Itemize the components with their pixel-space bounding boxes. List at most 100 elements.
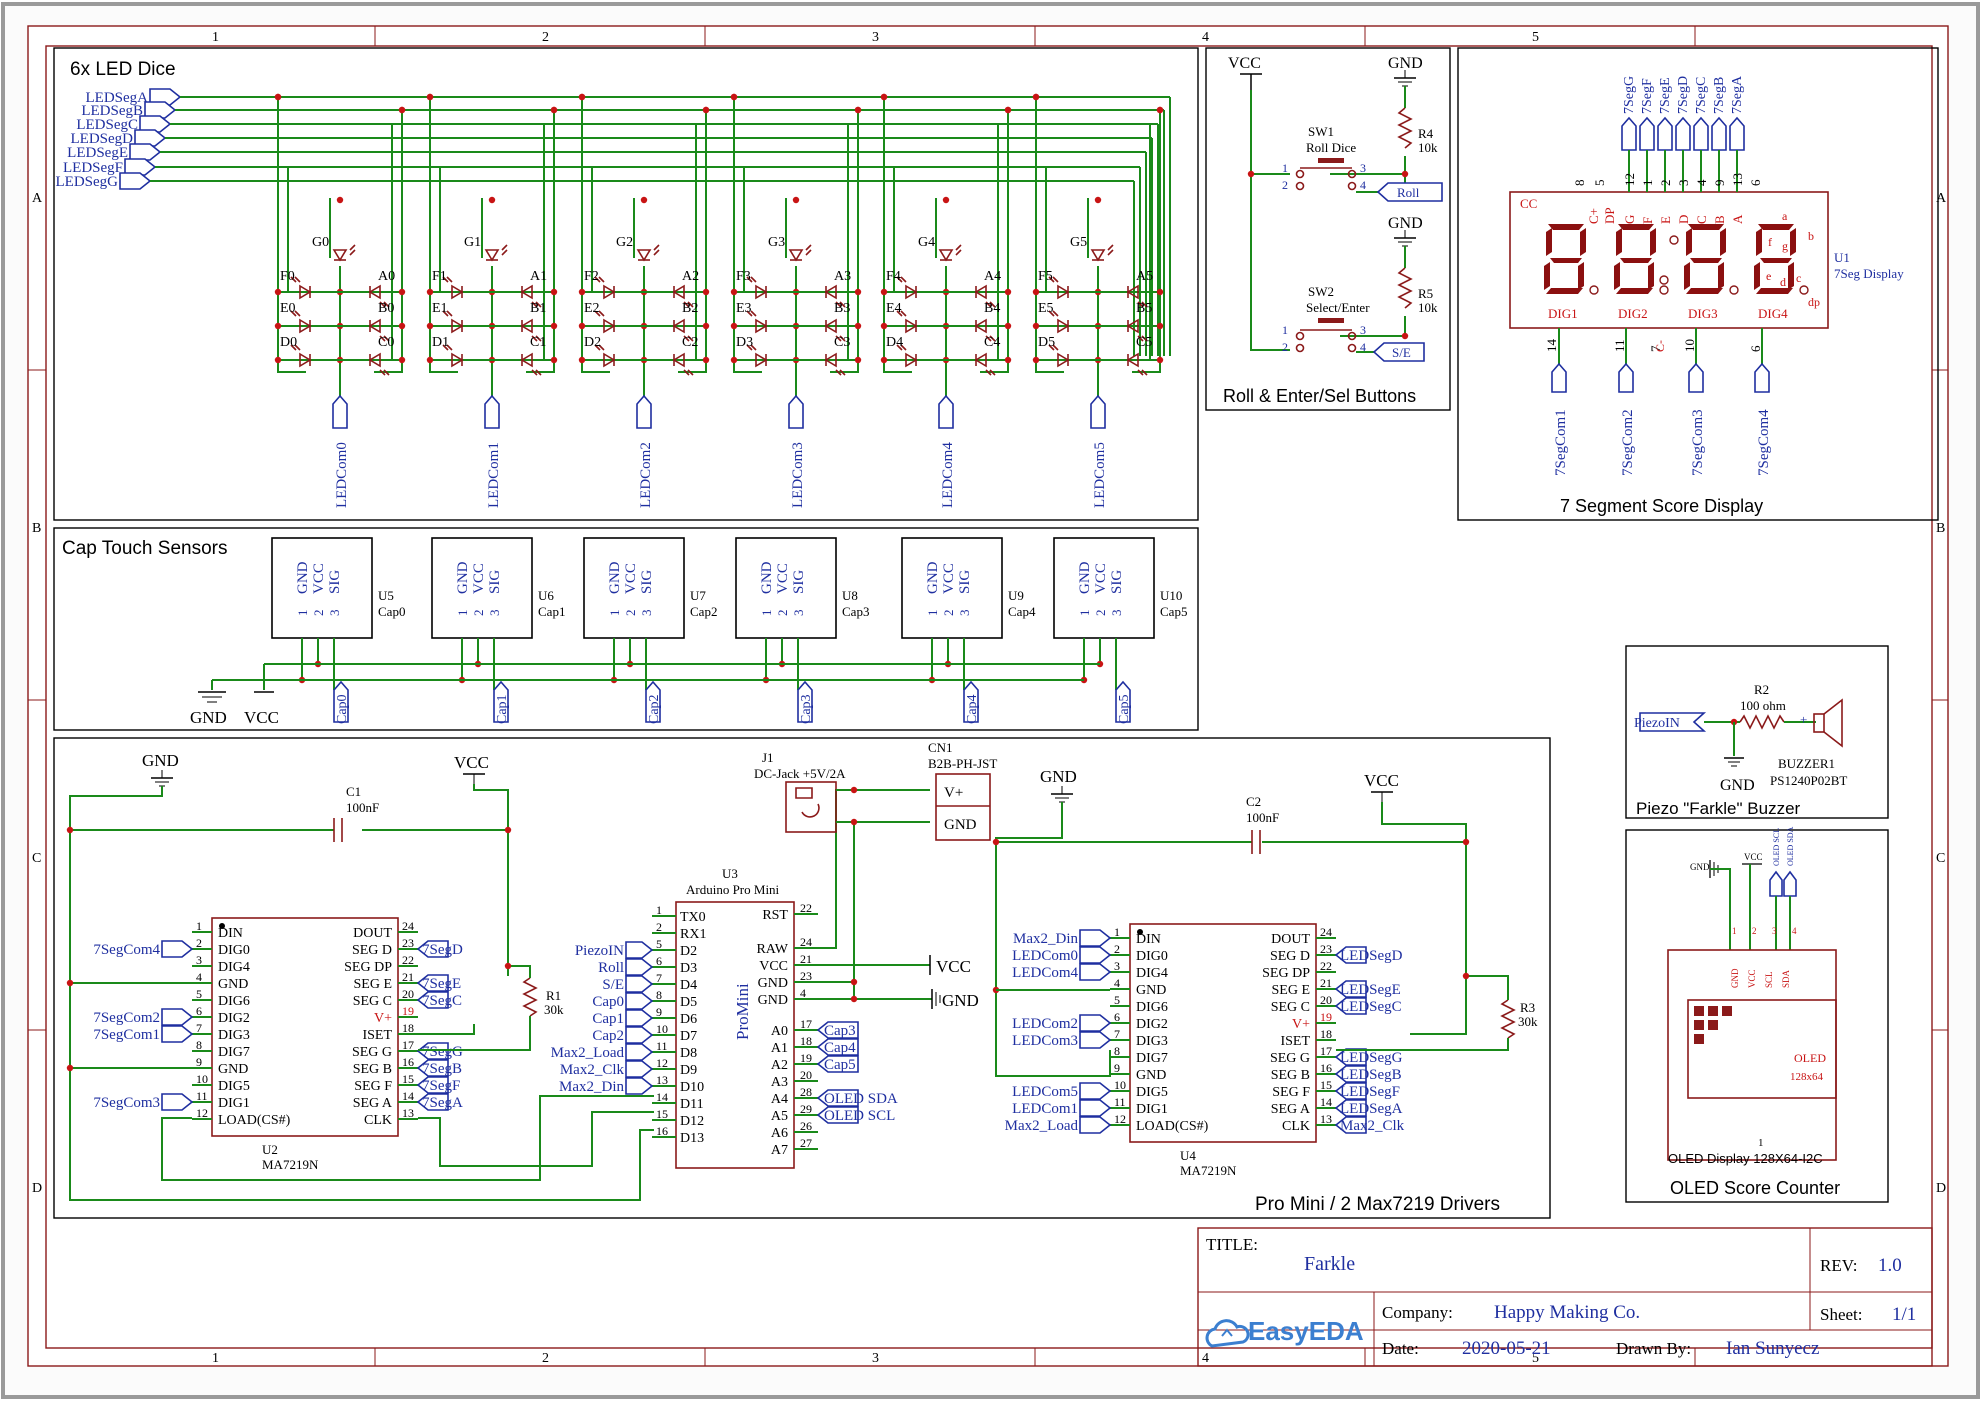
row-marker: A [32, 191, 43, 206]
led-label-c: C0 [378, 335, 394, 350]
led-diode-g [1090, 249, 1106, 262]
max-net-flag [1334, 1082, 1367, 1100]
junction-dot [274, 288, 282, 296]
promini-pin-name: D13 [680, 1131, 704, 1146]
row-marker: D [1936, 1181, 1946, 1196]
r1-resistor [522, 977, 538, 1017]
seg-c [1578, 262, 1584, 290]
r3-value: 30k [1518, 1014, 1538, 1029]
max-name: MA7219N [262, 1157, 319, 1172]
cap-sensor-body [271, 537, 373, 639]
promini-pin-name: A5 [771, 1109, 788, 1124]
vcc-label: VCC [1228, 55, 1261, 72]
led-arrow [683, 301, 694, 308]
led-arrow [985, 301, 996, 308]
junction-dot [578, 288, 586, 296]
promini-pin-name: D11 [680, 1097, 704, 1112]
cap-pin-num: 3 [327, 610, 342, 617]
junction-dot [1156, 106, 1164, 114]
max-net-flag [1079, 963, 1112, 981]
gnd-symbol [1051, 786, 1073, 803]
max-pin-name: V+ [1292, 1017, 1310, 1032]
max-pin-name: SEG B [353, 1062, 392, 1077]
cap-pin-name: GND [607, 561, 623, 594]
max-net-label: 7SegG [422, 1044, 463, 1060]
wire [526, 110, 555, 373]
max-pin-name: SEG F [354, 1079, 392, 1094]
date-label: Date: [1382, 1339, 1419, 1358]
max-net-flag [416, 1076, 449, 1094]
oled-scl-net-label: OLED SCL [1772, 828, 1781, 866]
col-marker: 3 [872, 30, 879, 45]
led-diode [755, 352, 768, 368]
cap-sensor-body [901, 537, 1003, 639]
junction-dot [550, 356, 558, 364]
seg-dp [1799, 285, 1809, 295]
led-label-d: D3 [736, 335, 753, 350]
led-label-a: A3 [834, 269, 851, 284]
max-pin-num: 20 [402, 987, 414, 1001]
seg-c [1718, 262, 1724, 290]
led-label-d: D0 [280, 335, 297, 350]
led-com-label: LEDCom3 [790, 442, 806, 508]
c2-value: 100nF [1246, 810, 1279, 825]
max-pin-num: 3 [196, 953, 202, 967]
r4-resistor [1397, 107, 1413, 149]
promini-name: Arduino Pro Mini [686, 882, 780, 897]
led-arrow [835, 335, 846, 342]
max-pin-num: 13 [1320, 1112, 1332, 1126]
promini-pin-num: 4 [800, 986, 806, 1000]
seg-g [1760, 258, 1792, 263]
promini-net-label: Max2_Clk [560, 1062, 625, 1078]
seg-digit: DIG4 [1754, 224, 1809, 321]
max-net-label: LEDSegB [1340, 1067, 1402, 1083]
promini-net-label: Cap0 [592, 994, 624, 1010]
cap-pin-name: VCC [311, 563, 327, 594]
cap-pin-num: 1 [759, 610, 774, 617]
seg-top-net-flag [1639, 116, 1655, 151]
max-net-label: LEDCom0 [1012, 948, 1078, 964]
led-arrow [683, 335, 694, 342]
promini-pin-num: 17 [800, 1017, 812, 1031]
seg-display-body [1509, 191, 1829, 329]
led-arrow [594, 276, 605, 283]
led-arrow [379, 335, 390, 342]
seg-com-label: 7SegCom2 [1620, 409, 1636, 476]
junction-dot [1156, 322, 1164, 330]
max-pin-num: 8 [196, 1038, 202, 1052]
r4-value: 10k [1418, 140, 1438, 155]
cap-ref: U6 [538, 588, 554, 603]
max-pin-num: 6 [196, 1004, 202, 1018]
led-diode-g [938, 249, 954, 262]
junction-dot [336, 196, 344, 204]
led-diode [451, 284, 464, 300]
promini-pin-name: D9 [680, 1063, 697, 1078]
led-label-e: E4 [886, 301, 902, 316]
junction-dot [1004, 356, 1012, 364]
wire [429, 97, 458, 373]
wire [418, 1111, 654, 1167]
led-diode [368, 284, 381, 300]
max-net-flag [1079, 1014, 1112, 1032]
row-marker: C [1936, 851, 1945, 866]
seg-top-pin-num: 6 [1748, 179, 1763, 186]
promini-net-label: OLED SCL [824, 1108, 895, 1124]
led-label-f: F4 [886, 269, 901, 284]
seg-f [1686, 228, 1692, 256]
max-pin-name: DIG4 [1136, 966, 1168, 981]
led-diode [974, 284, 987, 300]
promini-net-flag [816, 1055, 859, 1073]
led-arrow [442, 344, 453, 351]
vcc-label: VCC [1364, 771, 1399, 790]
cap-ref: U10 [1160, 588, 1182, 603]
seg-g [1690, 258, 1722, 263]
seg-net-flag [129, 143, 162, 161]
seg-digit: DIG1 [1544, 224, 1599, 321]
net-se-label: S/E [1392, 345, 1411, 360]
cn1-body [935, 773, 991, 841]
seg-bottom-pin: 14 [1544, 339, 1559, 353]
seg-top-pin-label: DP [1602, 207, 1617, 224]
